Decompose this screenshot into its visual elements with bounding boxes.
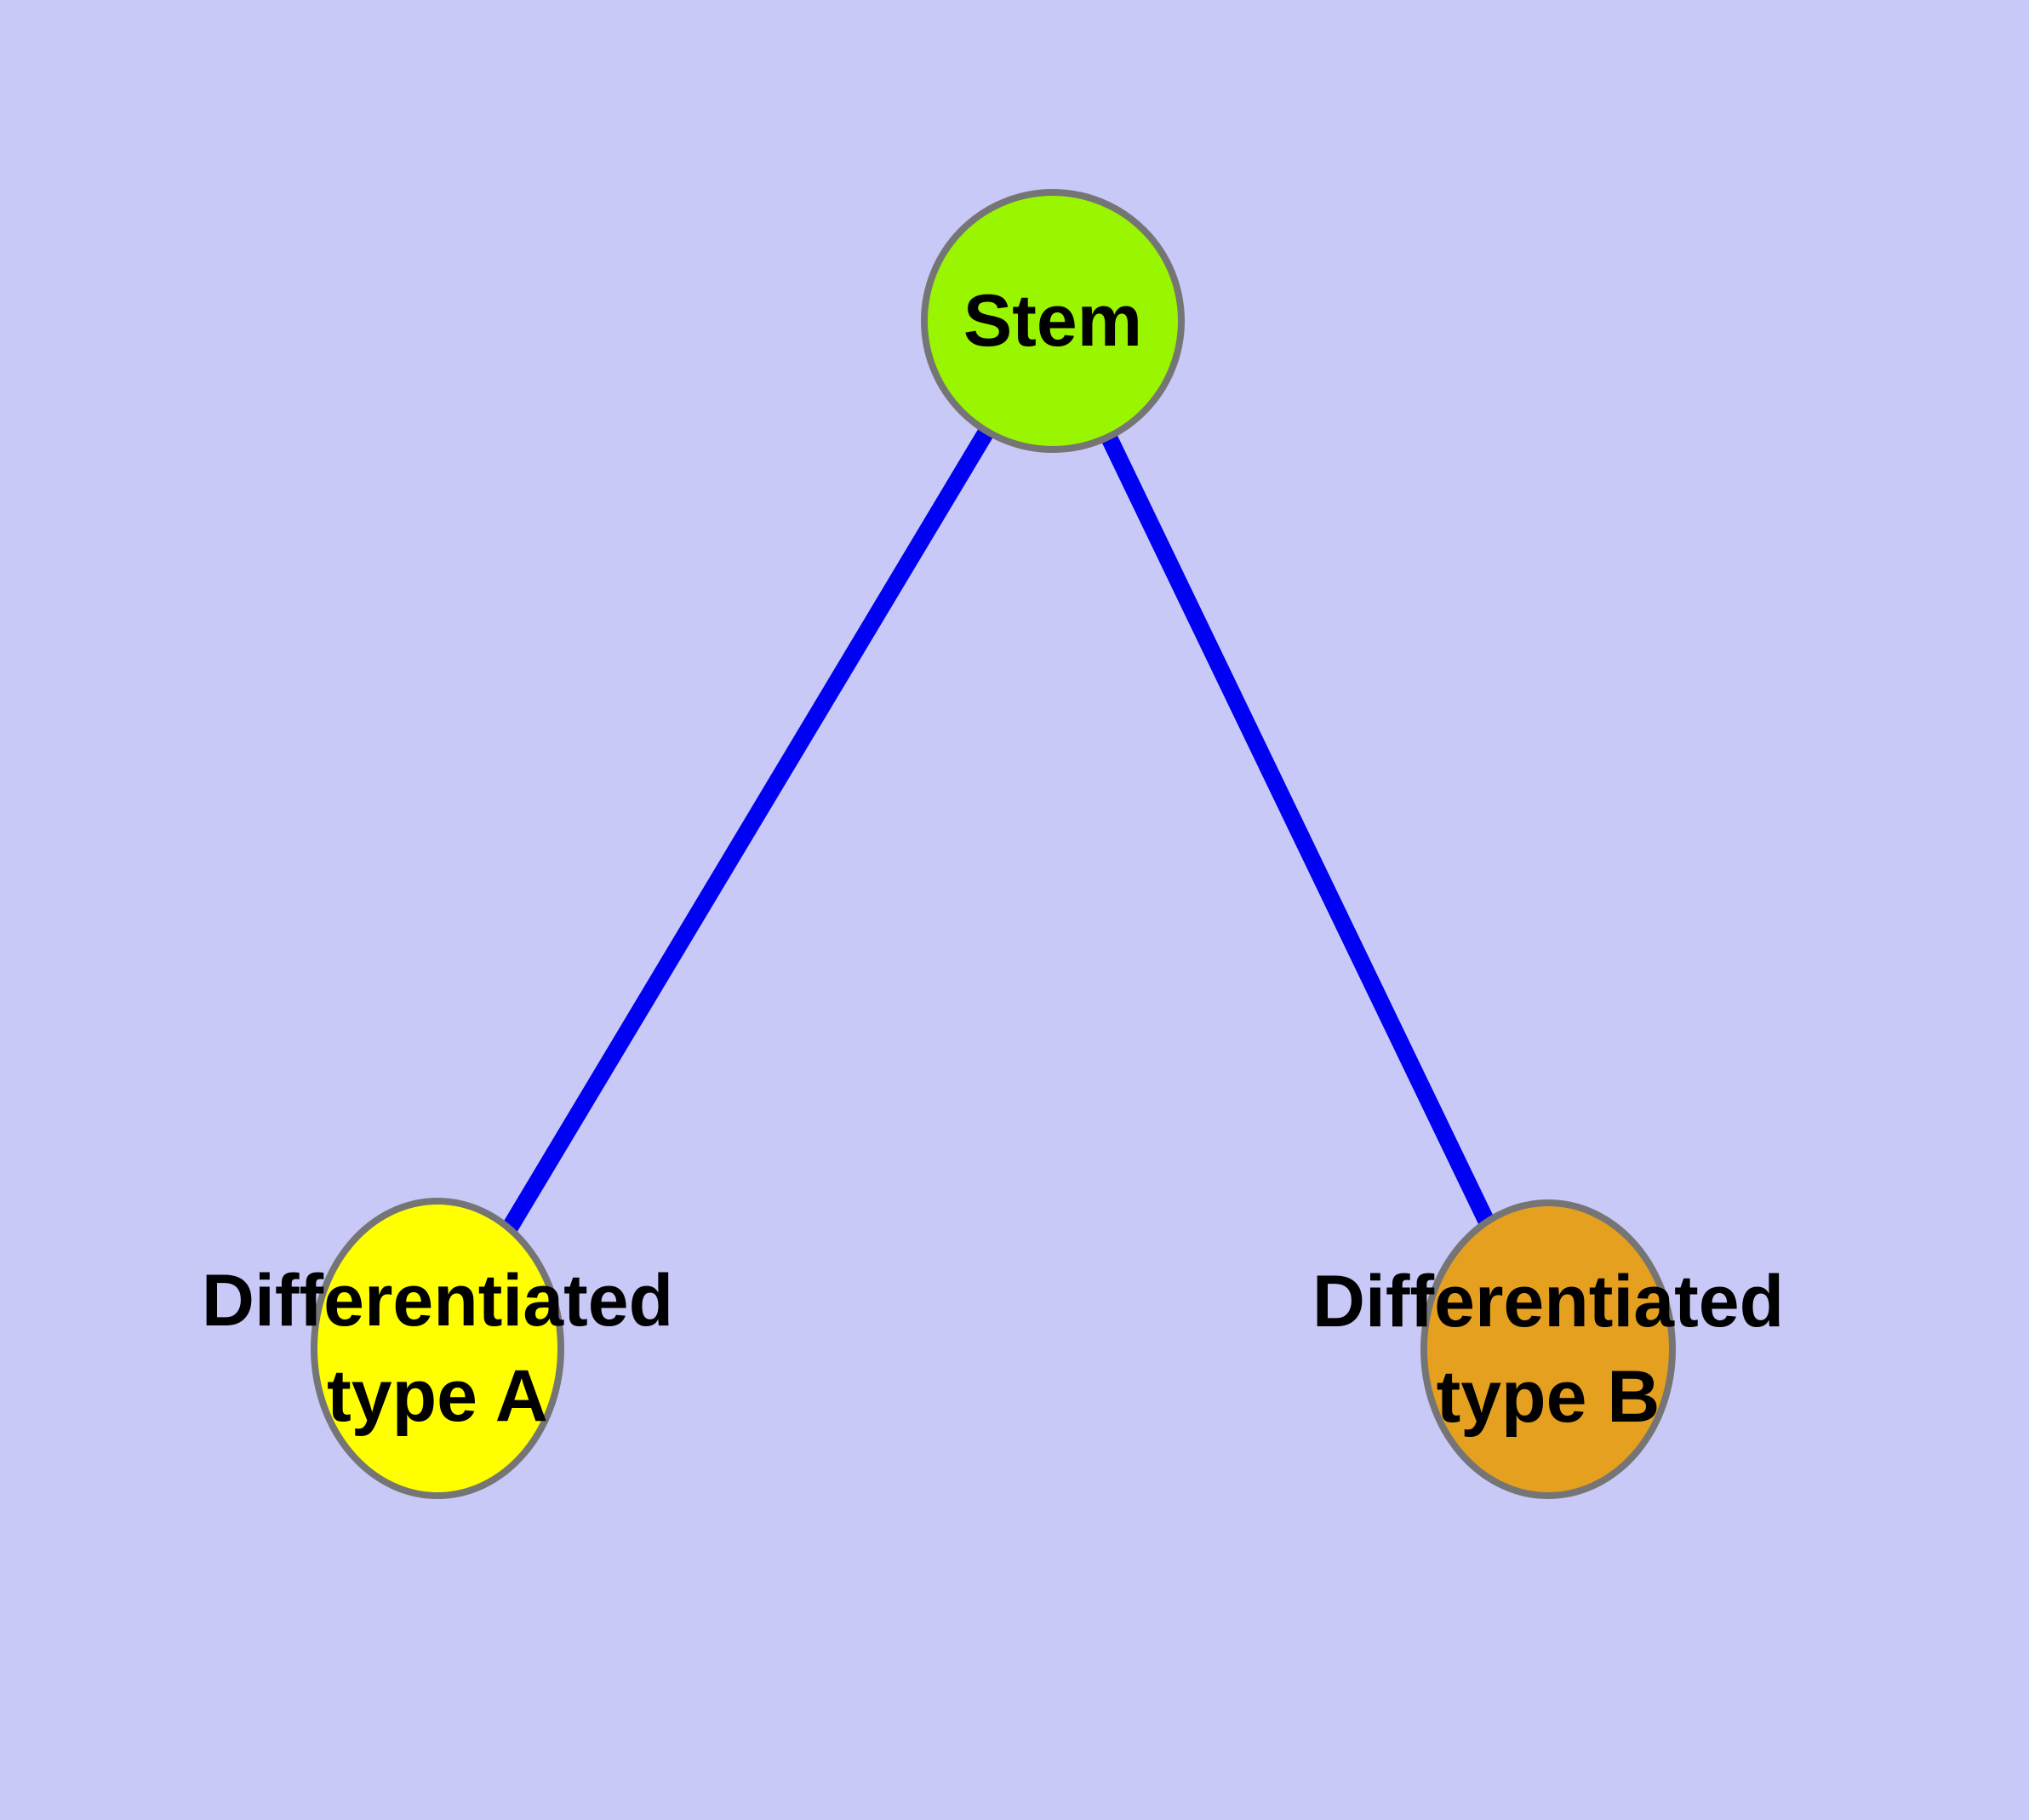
node-differentiated-type-b — [1420, 1199, 1676, 1499]
edge-stem-to-type-b — [1044, 317, 1557, 1354]
node-type-b-label-line1: Differentiated — [1312, 1261, 1784, 1342]
node-stem-label: Stem — [963, 280, 1142, 362]
node-type-a-label-line1: Differentiated — [202, 1260, 673, 1342]
node-stem — [921, 189, 1185, 453]
node-type-a-label-line2: type A — [327, 1355, 548, 1437]
node-type-b-label-line2: type B — [1437, 1356, 1660, 1438]
node-differentiated-type-a — [311, 1198, 564, 1499]
edge-stem-to-type-a — [430, 316, 1060, 1354]
